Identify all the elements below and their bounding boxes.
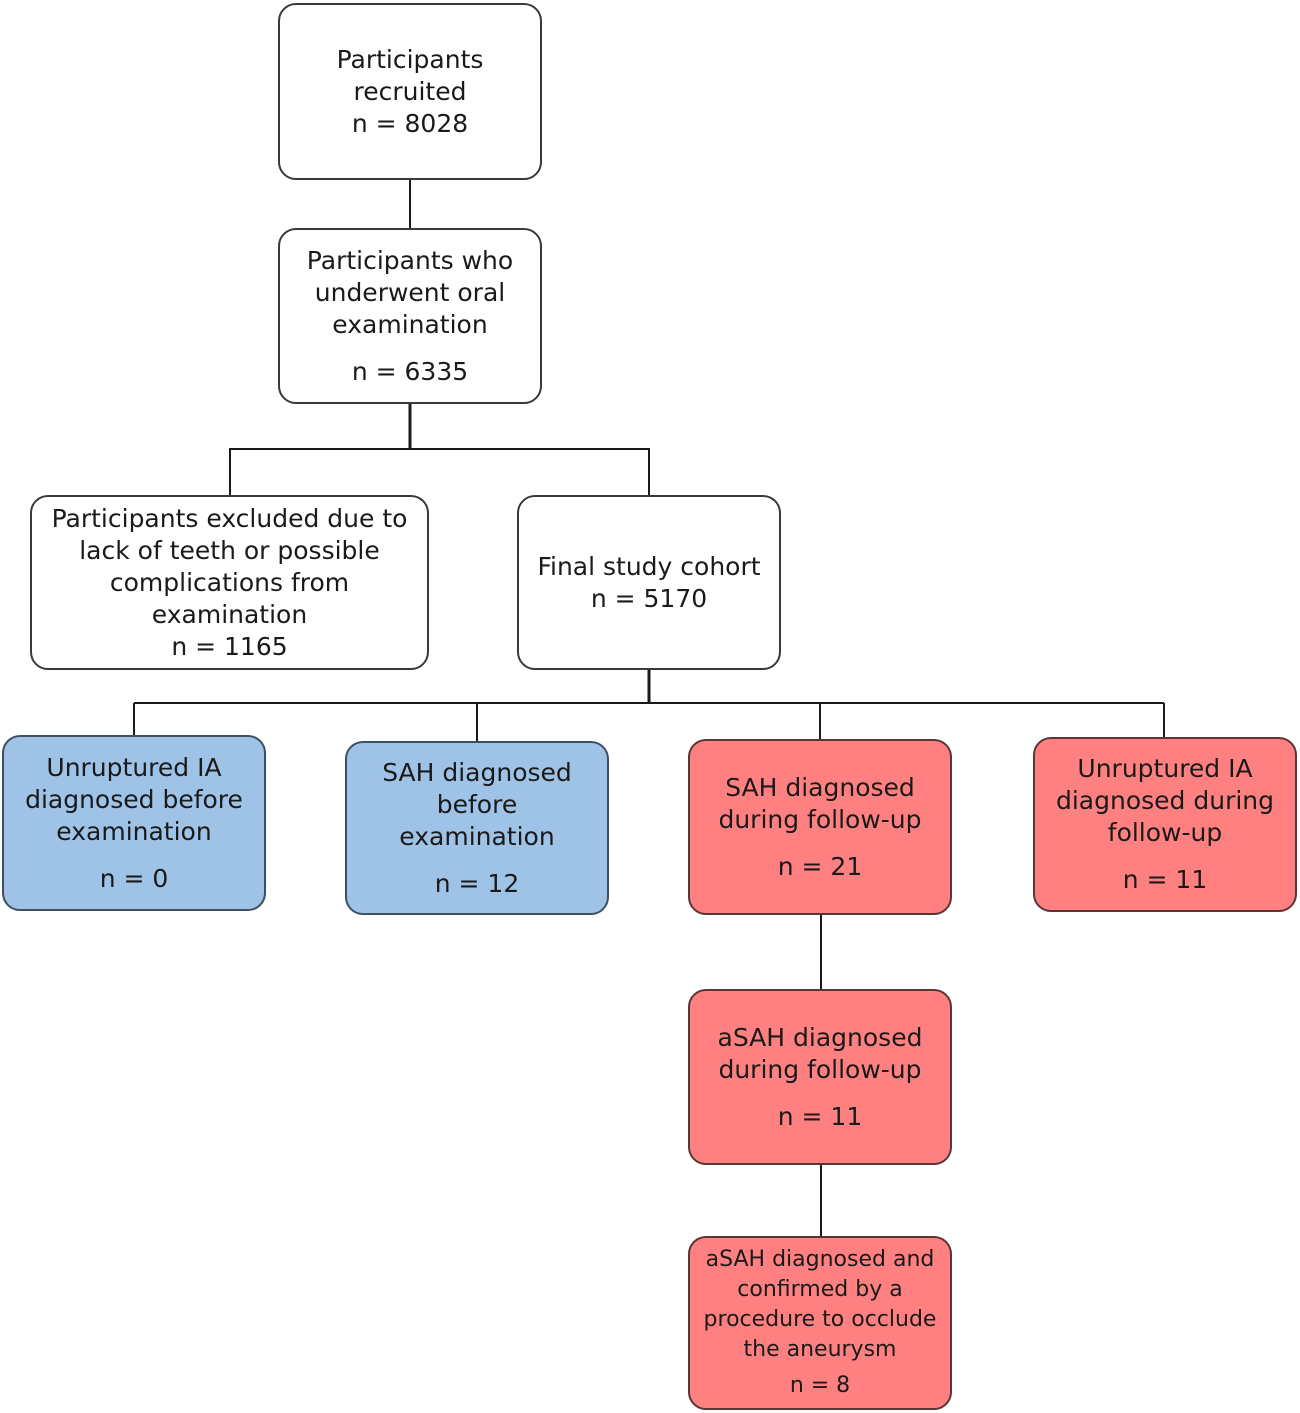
box-title: Unruptured IA diagnosed before examinati… [25, 752, 243, 846]
box-final-study-cohort: Final study cohort n = 5170 [517, 495, 781, 670]
box-participants-excluded: Participants excluded due to lack of tee… [30, 495, 429, 670]
box-sah-before-exam: SAH diagnosed before examination n = 12 [345, 741, 609, 915]
box-participants-recruited: Participants recruited n = 8028 [278, 3, 542, 180]
box-title: SAH diagnosed before examination [382, 757, 572, 851]
box-title: Final study cohort [537, 551, 761, 581]
box-asah-during-followup: aSAH diagnosed during follow-up n = 11 [688, 989, 952, 1165]
box-title: aSAH diagnosed during follow-up [717, 1022, 923, 1084]
box-oral-examination: Participants who underwent oral examinat… [278, 228, 542, 404]
box-title: Participants who underwent oral examinat… [306, 245, 514, 339]
box-unruptured-during-followup: Unruptured IA diagnosed during follow-up… [1033, 737, 1297, 912]
box-asah-confirmed-procedure: aSAH diagnosed and confirmed by a proced… [688, 1236, 952, 1410]
box-unruptured-before-exam: Unruptured IA diagnosed before examinati… [2, 735, 266, 911]
box-title: Participants recruited [336, 44, 484, 106]
box-sah-during-followup: SAH diagnosed during follow-up n = 21 [688, 739, 952, 915]
box-count: n = 12 [434, 868, 520, 898]
box-count: n = 1165 [171, 631, 288, 661]
box-count: n = 6335 [351, 356, 469, 386]
box-title: aSAH diagnosed and confirmed by a proced… [703, 1247, 937, 1362]
connector-split-branches [229, 448, 650, 495]
box-count: n = 8028 [351, 108, 469, 138]
box-count: n = 21 [777, 851, 863, 881]
box-count: n = 11 [1122, 865, 1208, 894]
box-title: Unruptured IA diagnosed during follow-up [1055, 754, 1275, 847]
box-count: n = 0 [99, 863, 169, 893]
box-title: Participants excluded due to lack of tee… [51, 503, 408, 629]
box-title: SAH diagnosed during follow-up [718, 772, 922, 834]
box-count: n = 11 [777, 1101, 863, 1131]
box-count: n = 8 [789, 1373, 851, 1398]
box-count: n = 5170 [590, 583, 708, 613]
